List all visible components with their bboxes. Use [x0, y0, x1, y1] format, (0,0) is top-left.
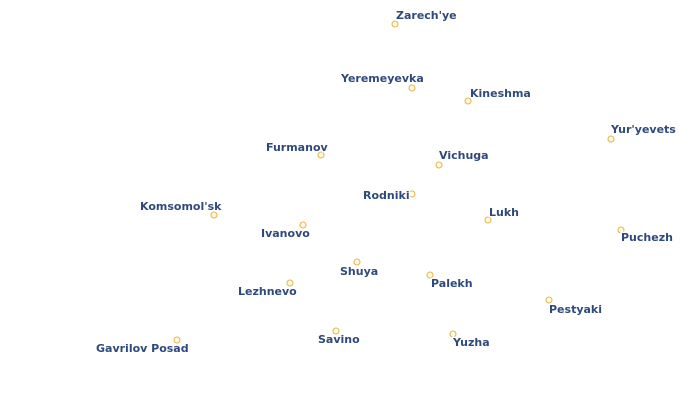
city-marker-icon[interactable]: [607, 135, 615, 143]
city-marker-icon[interactable]: [464, 97, 472, 105]
place-lukh[interactable]: Lukh: [484, 205, 521, 224]
place-yuzha[interactable]: Yuzha: [449, 330, 491, 351]
place-lezhnevo[interactable]: Lezhnevo: [237, 279, 299, 300]
city-label: Kineshma: [470, 87, 531, 100]
city-marker-icon[interactable]: [435, 161, 443, 169]
city-marker-icon[interactable]: [408, 190, 416, 198]
place-palekh[interactable]: Palekh: [426, 271, 474, 292]
city-marker-icon[interactable]: [391, 20, 399, 28]
city-label: Lezhnevo: [238, 285, 297, 298]
city-label: Savino: [318, 333, 360, 346]
city-label: Gavrilov Posad: [96, 342, 189, 355]
city-marker-icon[interactable]: [449, 330, 457, 338]
city-marker-icon[interactable]: [426, 271, 434, 279]
city-marker-icon[interactable]: [332, 327, 340, 335]
city-label: Furmanov: [266, 141, 328, 154]
place-kineshma[interactable]: Kineshma: [464, 86, 532, 105]
place-yeremeyevka[interactable]: Yeremeyevka: [339, 71, 425, 92]
place-zarechye[interactable]: Zarech'ye: [391, 8, 458, 28]
city-marker-icon[interactable]: [210, 211, 218, 219]
place-savino[interactable]: Savino: [317, 327, 362, 348]
city-label: Yeremeyevka: [340, 72, 424, 85]
city-marker-icon[interactable]: [286, 279, 294, 287]
city-label: Vichuga: [439, 149, 489, 162]
place-komsomolsk[interactable]: Komsomol'sk: [139, 199, 224, 219]
city-label: Yur'yevets: [610, 123, 676, 136]
city-label: Shuya: [340, 265, 378, 278]
city-marker-icon[interactable]: [299, 221, 307, 229]
city-marker-icon[interactable]: [617, 226, 625, 234]
city-label: Pestyaki: [549, 303, 602, 316]
city-label: Puchezh: [621, 231, 673, 244]
city-label: Rodniki: [363, 189, 410, 202]
place-puchezh[interactable]: Puchezh: [617, 226, 674, 246]
place-rodniki[interactable]: Rodniki: [362, 188, 416, 204]
city-label: Palekh: [431, 277, 473, 290]
city-marker-icon[interactable]: [353, 258, 361, 266]
place-ivanovo[interactable]: Ivanovo: [260, 221, 312, 242]
city-label: Ivanovo: [261, 227, 310, 240]
city-label: Zarech'ye: [396, 9, 457, 22]
place-gavrilov-posad[interactable]: Gavrilov Posad: [95, 336, 190, 357]
city-marker-icon[interactable]: [484, 216, 492, 224]
place-yuryevets[interactable]: Yur'yevets: [607, 122, 678, 143]
place-pestyaki[interactable]: Pestyaki: [545, 296, 604, 318]
city-marker-icon[interactable]: [317, 151, 325, 159]
city-label: Komsomol'sk: [140, 200, 222, 213]
city-marker-icon[interactable]: [173, 336, 181, 344]
place-furmanov[interactable]: Furmanov: [265, 140, 330, 159]
city-marker-icon[interactable]: [408, 84, 416, 92]
city-marker-icon[interactable]: [545, 296, 553, 304]
place-vichuga[interactable]: Vichuga: [435, 148, 490, 169]
place-shuya[interactable]: Shuya: [339, 258, 380, 280]
city-label: Lukh: [489, 206, 519, 219]
city-label: Yuzha: [452, 336, 490, 349]
